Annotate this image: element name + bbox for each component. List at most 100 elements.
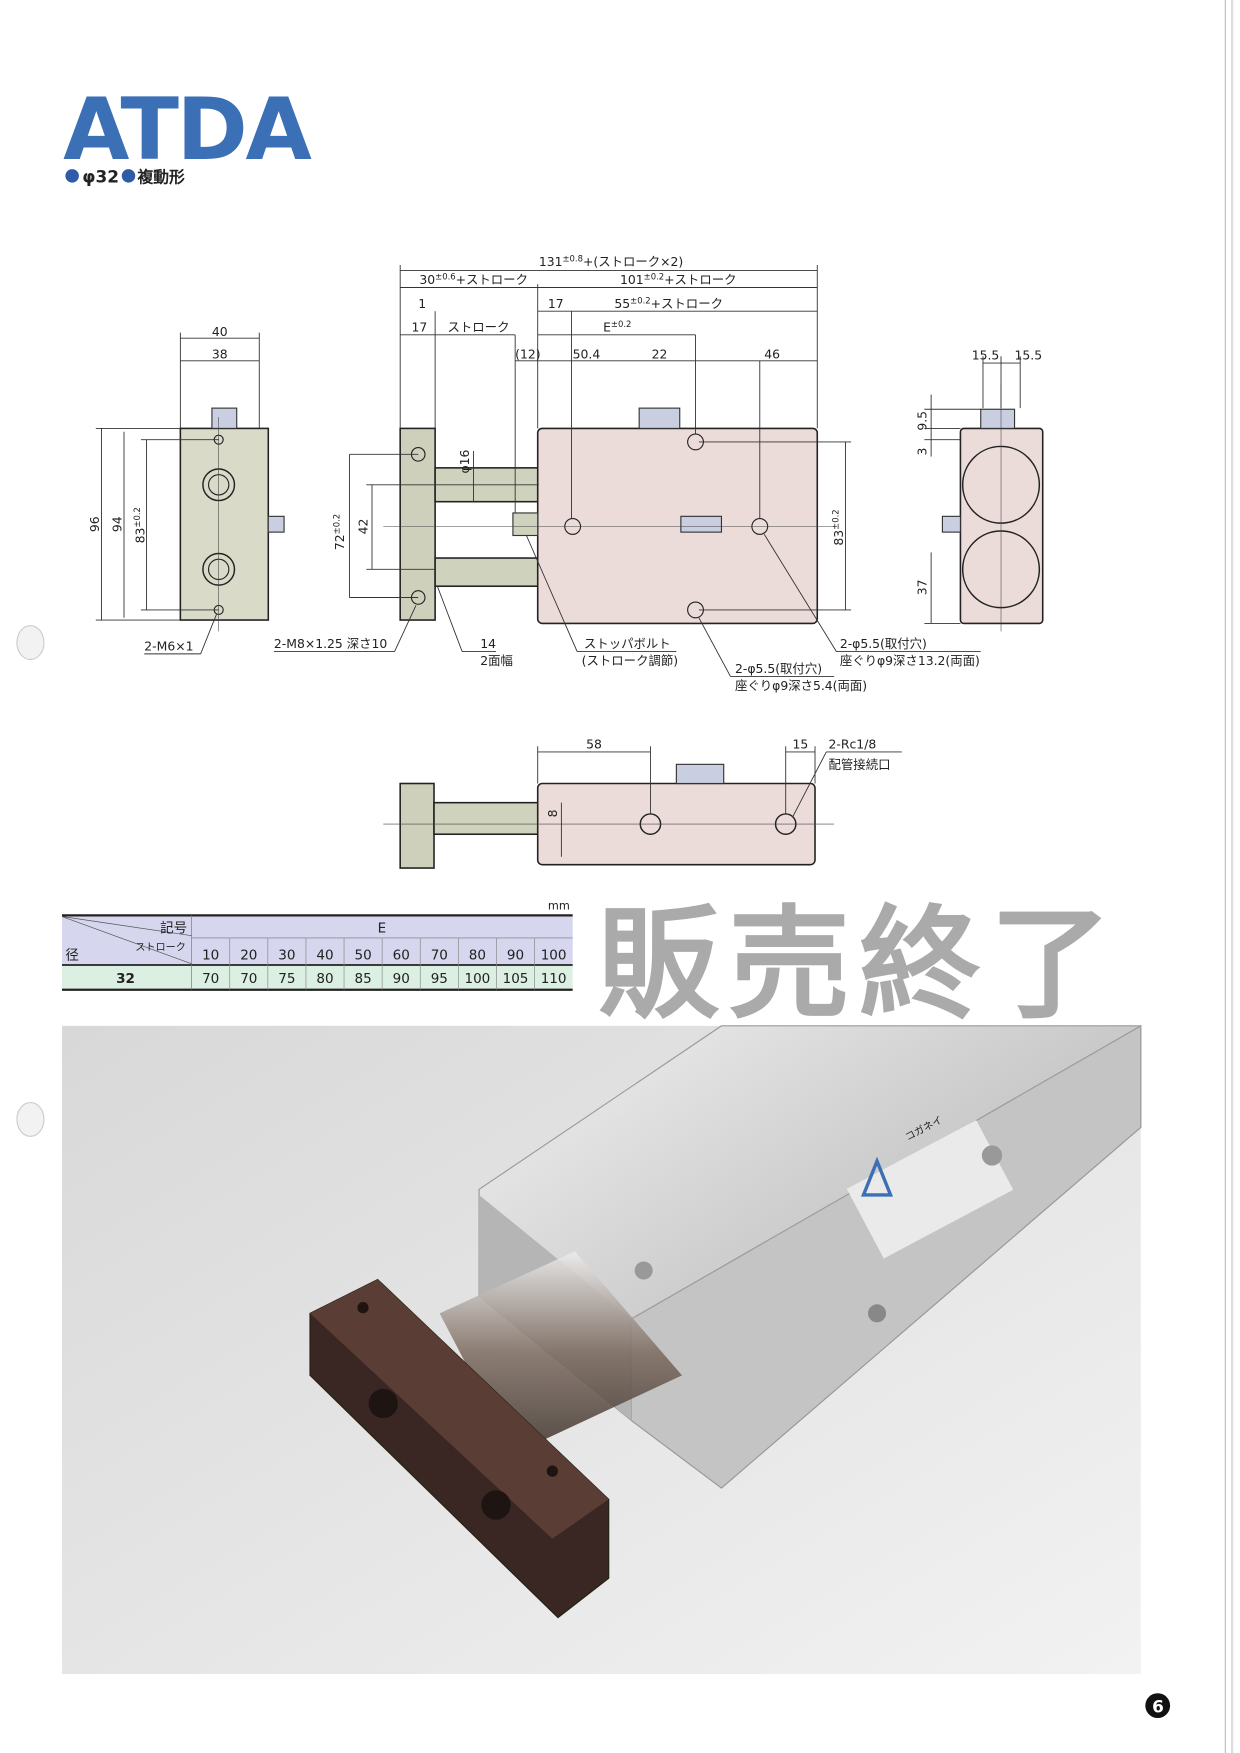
drawing-shape [526, 535, 578, 652]
dim-58: 58 [586, 737, 602, 752]
page-number: 6 [1152, 1696, 1164, 1716]
table-bore-32: 32 [116, 971, 135, 987]
drawing-shape [763, 534, 837, 652]
dimension-text: +(ストローク×2) [583, 254, 683, 269]
drawing-shape [310, 1279, 609, 1539]
table-cell-e: 70 [240, 971, 257, 987]
dim-total-length: 131 [539, 254, 563, 269]
drawing-shape [200, 614, 217, 655]
drawing-shape [536, 427, 819, 625]
dim-height-94: 94 [110, 516, 125, 532]
table-stroke-header: 30 [278, 947, 295, 963]
table-corner-bore: 径 [65, 947, 79, 963]
dim-rod-side: 30 [419, 272, 435, 287]
table-cell-e: 85 [354, 971, 371, 987]
dimension-text: +ストローク [664, 272, 736, 287]
drawing-shape [868, 1304, 887, 1323]
dimension-text: ±0.8 [562, 254, 582, 264]
drawing-shape [792, 751, 827, 818]
dim-50-4: 50.4 [573, 347, 601, 362]
drawing-shape [357, 1302, 369, 1314]
table-stroke-header: 80 [469, 947, 486, 963]
callout-stopper-note: (ストローク調節) [582, 653, 678, 668]
table-unit: mm [548, 900, 570, 913]
product-title: ATDA [63, 80, 311, 180]
dim-stroke: ストローク [448, 319, 510, 334]
bullet-icon [65, 169, 79, 183]
page-number-badge [1145, 1693, 1171, 1719]
dimension-text: E±0.2 [603, 319, 631, 335]
product-photo: コガネイ [62, 1024, 1142, 1675]
table-header-e: E [378, 920, 387, 936]
dim-55: 55 [614, 296, 630, 311]
callout-hole-a: 2-φ5.5(取付穴) [735, 661, 822, 676]
callout-port-note: 配管接続口 [829, 757, 891, 772]
callout-stopper-bolt: ストッパボルト [584, 636, 671, 651]
dimension-text: 101±0.2+ストローク [620, 272, 736, 288]
dim-8: 8 [545, 809, 560, 817]
dim-37: 37 [915, 579, 930, 595]
table-corner-symbol: 記号 [160, 919, 187, 936]
dim-42: 42 [355, 519, 370, 535]
dim-15: 15 [792, 737, 808, 752]
dimension-text: ±0.6 [435, 272, 456, 282]
table-stroke-header: 50 [354, 947, 371, 963]
dim-12: (12) [515, 347, 540, 362]
table-corner-stroke: ストローク [135, 941, 186, 953]
dim-e: E [603, 319, 611, 334]
dim-46: 46 [764, 347, 780, 362]
dim-22: 22 [652, 347, 668, 362]
table-cell-e: 100 [464, 971, 490, 987]
dimension-text: ±0.2 [331, 514, 341, 535]
dimension-text: ±0.2 [611, 319, 632, 329]
table-stroke-header: 70 [431, 947, 448, 963]
dim-3: 3 [915, 448, 930, 456]
table-stroke-header: 10 [202, 947, 219, 963]
action-type: 複動形 [137, 168, 186, 187]
stroke-table: mm 記号 ストローク 径 E 32 107020703075408050856… [61, 900, 573, 991]
bottom-view: 58 15 8 2-Rc1/8 配管接続口 [383, 737, 902, 869]
drawing-shape [436, 586, 463, 652]
table-cell-e: 110 [541, 971, 567, 987]
drawing-shape [368, 1388, 398, 1419]
punch-hole [16, 1101, 45, 1137]
drawing-shape [179, 427, 270, 621]
discontinued-watermark: 販売終了 [597, 894, 1120, 1036]
dim-1: 1 [418, 296, 426, 311]
punch-hole [16, 625, 45, 661]
dim-17: 17 [411, 319, 427, 334]
drawing-shape [634, 1261, 653, 1280]
dim-body-side: 101 [620, 272, 644, 287]
drawing-shape [61, 916, 192, 937]
dimension-text: ±0.2 [630, 295, 651, 305]
drawing-shape [481, 1490, 511, 1520]
dim-17b: 17 [548, 296, 564, 311]
drawing-shape [980, 408, 1016, 429]
drawing-shape [62, 964, 573, 990]
drawing-shape [512, 512, 539, 537]
dim-phi16: φ16 [457, 449, 472, 473]
table-cell-e: 95 [431, 971, 448, 987]
drawing-shape [267, 515, 285, 533]
dimension-text: 72±0.2 [331, 514, 347, 550]
callout-port: 2-Rc1/8 [829, 737, 877, 752]
table-stroke-header: 20 [240, 947, 257, 963]
product-nameplate [846, 1120, 1014, 1259]
callout-m8: 2-M8×1.25 深さ10 [274, 636, 388, 651]
dim-height-83: 83 [132, 528, 147, 544]
right-view: 15.5 15.5 9.5 3 37 [915, 348, 1044, 632]
dim-15-5-left: 15.5 [972, 348, 1000, 363]
drawing-shape [698, 617, 731, 677]
drawing-shape [860, 1156, 894, 1197]
dim-width-40: 40 [212, 324, 228, 339]
drawing-shape [680, 515, 723, 533]
dimension-text: 30±0.6+ストローク [419, 272, 528, 288]
drawing-shape [433, 801, 540, 836]
dim-83: 83 [831, 530, 846, 546]
drawing-shape [399, 427, 436, 621]
table-stroke-header: 100 [541, 947, 567, 963]
drawing-shape [434, 557, 540, 588]
bullet-icon [121, 169, 136, 183]
